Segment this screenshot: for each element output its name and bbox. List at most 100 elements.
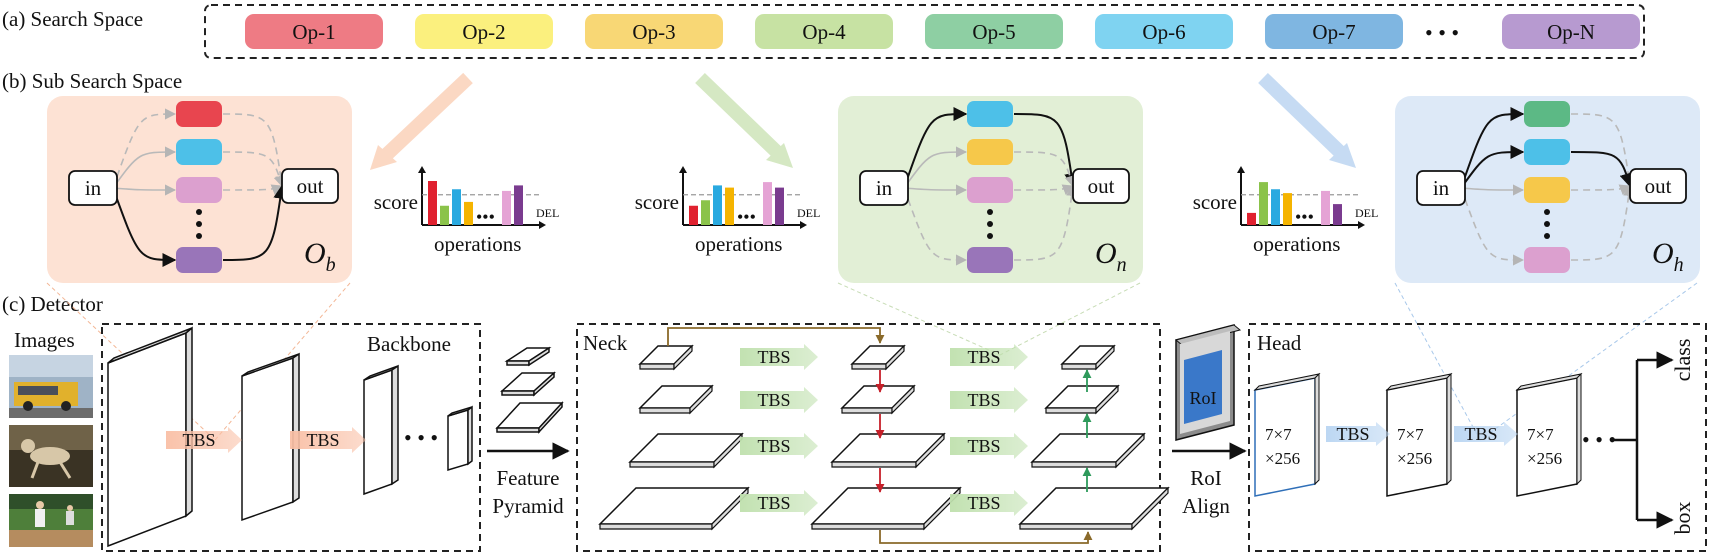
section-b-label: (b) Sub Search Space bbox=[2, 69, 182, 93]
output-class-label: class bbox=[1670, 339, 1695, 382]
tbs-label: TBS bbox=[306, 430, 339, 450]
op-chip bbox=[1095, 14, 1233, 49]
head-cube-label-1: 7×7 bbox=[1265, 425, 1292, 444]
subspace-in-label: in bbox=[85, 176, 102, 200]
subspace-symbol: Ob bbox=[304, 237, 336, 276]
score-axis-x-head bbox=[800, 221, 807, 229]
neck-tbs: TBS bbox=[950, 387, 1028, 413]
op-chip-label: Op-6 bbox=[1142, 20, 1185, 44]
slab-side bbox=[1115, 432, 1145, 469]
tbs-label: TBS bbox=[757, 493, 790, 513]
neck-tbs: TBS bbox=[950, 490, 1028, 516]
head-cube-label-2: ×256 bbox=[1265, 449, 1300, 468]
score-bar bbox=[428, 181, 437, 225]
score-threshold-label: DEL bbox=[797, 206, 820, 220]
op-chip bbox=[415, 14, 553, 49]
tbs-arrow-shape bbox=[1454, 422, 1518, 446]
tbs-arrow-shape bbox=[740, 490, 818, 516]
subspace-out-edge bbox=[1013, 151, 1076, 188]
image-baseball bbox=[9, 494, 93, 547]
neck-layer bbox=[810, 486, 962, 531]
head-cube: 7×7×256 bbox=[1385, 372, 1453, 497]
slab-side bbox=[673, 344, 693, 371]
subspace-in-edge bbox=[1460, 145, 1525, 189]
subspace-in-label: in bbox=[1433, 176, 1450, 200]
slab-top bbox=[830, 433, 946, 463]
roi-align-label-1: RoI bbox=[1190, 466, 1222, 490]
tbs-label: TBS bbox=[757, 347, 790, 367]
subspace-arrows bbox=[370, 72, 1356, 170]
head-cube-label-2: ×256 bbox=[1397, 449, 1432, 468]
subspace-dot bbox=[1544, 221, 1550, 227]
subspace-dot bbox=[987, 209, 993, 215]
subspace-op-node bbox=[967, 247, 1013, 273]
subspace-op-node bbox=[967, 101, 1013, 127]
input-images bbox=[9, 355, 93, 547]
score-bar bbox=[1283, 193, 1292, 225]
tbs-arrow-shape bbox=[950, 344, 1028, 370]
neck-layer bbox=[840, 384, 916, 415]
tbs-label: TBS bbox=[967, 390, 1000, 410]
subspace-op-node bbox=[1524, 139, 1570, 165]
slab-front bbox=[1019, 523, 1133, 530]
head-tbs: TBS bbox=[1454, 422, 1518, 446]
score-xlabel: operations bbox=[1253, 232, 1340, 256]
neck-layer bbox=[1018, 486, 1170, 531]
score-axis-y-head bbox=[1237, 166, 1245, 173]
head-cube-label-1: 7×7 bbox=[1527, 425, 1554, 444]
score-threshold-label: DEL bbox=[1355, 206, 1378, 220]
score-bar bbox=[440, 205, 449, 225]
slab-front bbox=[831, 461, 917, 468]
score-ylabel: score bbox=[1193, 190, 1237, 214]
slab-side bbox=[711, 486, 749, 531]
slab-top bbox=[810, 487, 962, 525]
slab-side bbox=[1095, 384, 1119, 415]
subspace-op-node bbox=[176, 177, 222, 203]
subspace-op-node bbox=[967, 177, 1013, 203]
backbone-box bbox=[101, 323, 481, 552]
op-chip bbox=[1265, 14, 1403, 49]
subspace-in-edge bbox=[112, 146, 177, 189]
tbs-label: TBS bbox=[1336, 424, 1369, 444]
slab-front bbox=[1045, 407, 1097, 414]
subspace-dot bbox=[987, 221, 993, 227]
roi-align-label-2: Align bbox=[1182, 494, 1230, 518]
subspace-out-edge bbox=[1013, 184, 1078, 261]
subspace-in-edge bbox=[112, 184, 177, 196]
tbs-label: TBS bbox=[1464, 424, 1497, 444]
roi-box: RoI bbox=[1174, 324, 1242, 441]
slab-top bbox=[1018, 487, 1170, 525]
feature-pyramid-stack bbox=[495, 346, 564, 434]
score-bar bbox=[689, 205, 698, 225]
subspace-op-node bbox=[1524, 247, 1570, 273]
slab-side bbox=[1095, 344, 1115, 371]
slab-side bbox=[891, 384, 915, 415]
neck-layer bbox=[850, 344, 906, 371]
slab-front bbox=[639, 363, 675, 370]
score-xlabel: operations bbox=[695, 232, 782, 256]
score-bar bbox=[763, 182, 772, 225]
subspace-in-node bbox=[859, 170, 909, 206]
tbs-label: TBS bbox=[757, 390, 790, 410]
subspace-out-edge bbox=[1570, 113, 1635, 188]
slab-side bbox=[885, 344, 905, 371]
op-chip-label: Op-7 bbox=[1312, 20, 1355, 44]
slab-top bbox=[1030, 433, 1146, 463]
feature-pyramid-label-2: Pyramid bbox=[492, 494, 564, 518]
neck-tbs: TBS bbox=[740, 490, 818, 516]
subspace-dot bbox=[987, 233, 993, 239]
op-chip-label: Op-N bbox=[1547, 20, 1595, 44]
images-label: Images bbox=[14, 328, 75, 352]
head-cube-label-2: ×256 bbox=[1527, 449, 1562, 468]
slab-front bbox=[811, 523, 925, 530]
tbs-arrow-shape bbox=[166, 427, 242, 453]
slab-front bbox=[1031, 461, 1117, 468]
subspace-out-node bbox=[1629, 168, 1687, 204]
subspace-op-node bbox=[1524, 101, 1570, 127]
neck-label: Neck bbox=[583, 331, 628, 355]
